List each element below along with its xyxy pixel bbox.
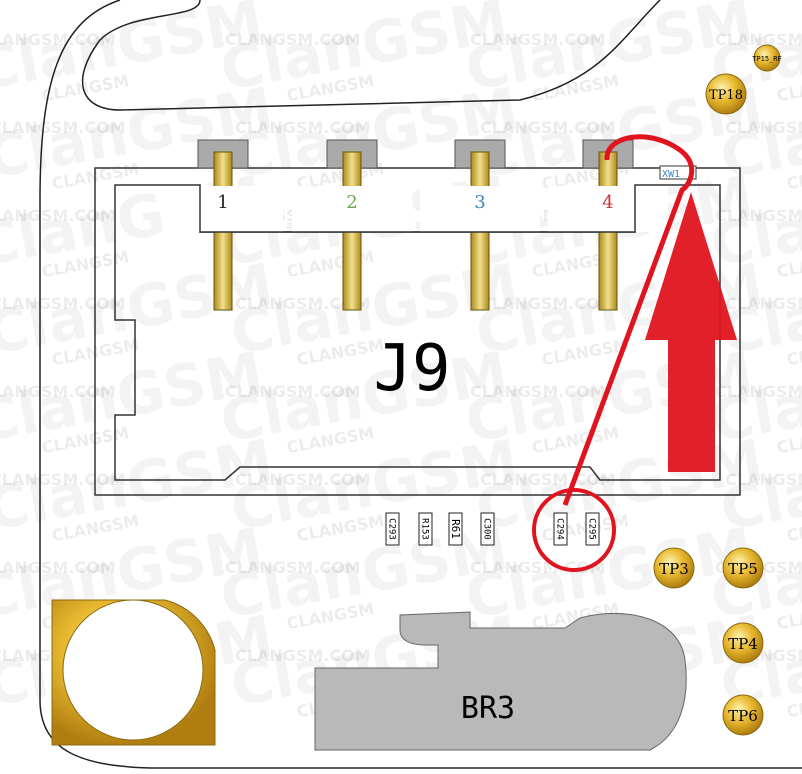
watermark-site: CLANGSM.COM xyxy=(0,206,116,225)
component-r153: R153 xyxy=(420,518,430,540)
board-outline xyxy=(39,0,802,769)
component-outline xyxy=(585,512,600,546)
watermark-site: CLANGSM.COM xyxy=(0,382,116,401)
watermark-site: CLANGSM.COM xyxy=(225,30,361,49)
connector-label: J9 xyxy=(373,332,450,406)
component-outline xyxy=(480,512,495,546)
watermark-site: CLANGSM.COM xyxy=(0,294,126,313)
watermark-site: CLANGSM.COM xyxy=(725,118,802,137)
watermark-site: CLANGSM.COM xyxy=(225,382,361,401)
connector-pins: 1 2 3 4 xyxy=(163,139,668,311)
watermark-site: CLANGSM.COM xyxy=(225,558,361,577)
bracket-label: BR3 xyxy=(461,691,515,726)
watermark-site: CLANGSM.COM xyxy=(0,118,126,137)
bracket-br3 xyxy=(314,611,687,751)
component-outline xyxy=(385,512,400,546)
watermark-site: CLANGSM.COM xyxy=(235,294,371,313)
connector-body xyxy=(94,167,741,496)
watermark-site: CLANGSM.COM xyxy=(715,30,802,49)
watermark-site: CLANGSM.COM xyxy=(235,118,371,137)
highlight-annotation xyxy=(532,134,737,572)
watermark-site: CLANGSM.COM xyxy=(480,294,616,313)
watermark-site: CLANGSM.COM xyxy=(480,470,616,489)
tp18: TP18 xyxy=(709,88,743,103)
arrow-up-icon xyxy=(645,192,737,472)
component-outline xyxy=(418,512,433,546)
pin-number: 4 xyxy=(602,192,613,213)
tp5: TP5 xyxy=(728,560,758,578)
watermark-site: CLANGSM.COM xyxy=(480,118,616,137)
ring-pad xyxy=(51,599,216,746)
component-outline xyxy=(448,512,463,546)
component-c300: C300 xyxy=(482,518,492,540)
components: C293 R153 R61 C300 C294 C295 xyxy=(385,512,600,546)
watermark-site: CLANGSM.COM xyxy=(235,646,371,665)
watermark-site: CLANGSM.COM xyxy=(715,206,802,225)
pin-number: 2 xyxy=(346,192,357,213)
tp15: TP15_RF xyxy=(752,55,782,63)
pin-number: 1 xyxy=(217,192,228,213)
watermark-site: CLANGSM.COM xyxy=(0,470,126,489)
tp6: TP6 xyxy=(728,707,758,725)
watermark-site: CLANGSM.COM xyxy=(725,470,802,489)
tp4: TP4 xyxy=(728,635,758,653)
component-c295: C295 xyxy=(587,518,597,540)
component-c293: C293 xyxy=(387,518,397,540)
watermark-site: CLANGSM.COM xyxy=(715,382,802,401)
test-points: TP15_RF TP18 TP3 TP5 TP4 TP6 xyxy=(653,44,782,736)
xw1-marker: XW1 xyxy=(662,169,680,180)
watermark-site: CLANGSM.COM xyxy=(470,30,606,49)
watermark-site: CLANGSM.COM xyxy=(235,470,371,489)
watermark-site: CLANGSM.COM xyxy=(725,294,802,313)
component-outline xyxy=(553,512,568,546)
component-c294: C294 xyxy=(555,518,565,540)
component-r61: R61 xyxy=(449,519,462,539)
pin-number: 3 xyxy=(474,192,485,213)
watermark-site: CLANGSM.COM xyxy=(470,382,606,401)
tp3: TP3 xyxy=(659,560,689,578)
watermark-site: CLANGSM.COM xyxy=(0,558,116,577)
watermark-site: CLANGSM.COM xyxy=(470,558,606,577)
watermark-site: CLANGSM.COM xyxy=(0,30,116,49)
